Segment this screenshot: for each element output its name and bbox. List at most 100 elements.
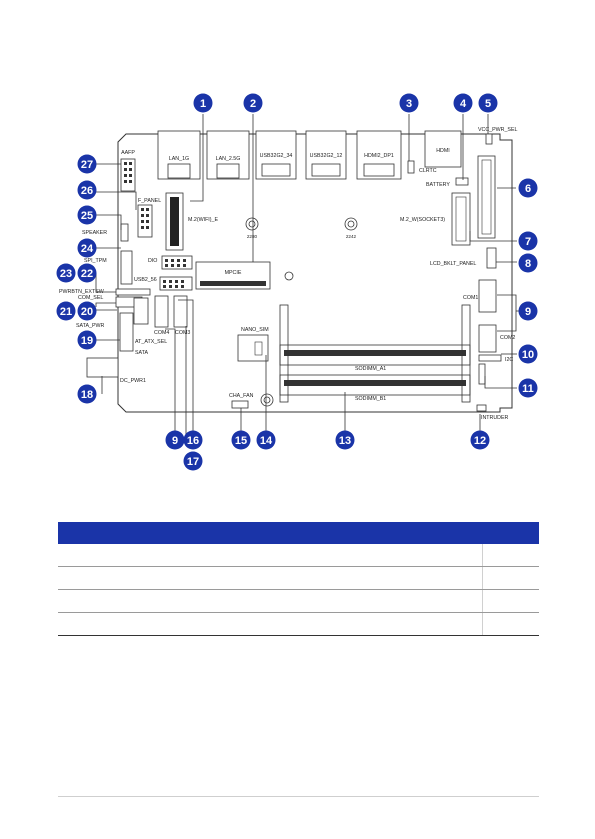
table-cell [102, 612, 483, 636]
callout-number: 1 [200, 98, 206, 110]
label-mpcie: MPCIE [225, 270, 242, 276]
label-com2: COM2 [500, 335, 515, 341]
label-f-panel: F_PANEL [138, 198, 161, 204]
f-panel-header [137, 204, 153, 238]
callout-marker [56, 263, 76, 283]
label-sodimm-a1: SODIMM_A1 [355, 366, 386, 372]
table-row [58, 544, 539, 567]
callout-number: 24 [81, 243, 94, 255]
table-cell [58, 566, 102, 590]
callout-number: 26 [81, 185, 93, 197]
label-sodimm-b1: SODIMM_B1 [355, 396, 386, 402]
table-cell [482, 566, 539, 590]
callouts: 1 2 3 4 5 6 7 8 9 10 11 12 13 14 15 16 1… [56, 93, 538, 471]
label-dio: DIO [148, 258, 157, 264]
vcc-pwr-sel-jumper [485, 133, 493, 145]
callout-number: 5 [485, 98, 491, 110]
leader-lines [95, 114, 528, 440]
table-cell [482, 589, 539, 613]
callout-marker [518, 344, 538, 364]
label-sata-pwr: SATA_PWR [76, 323, 105, 329]
callout-marker [77, 205, 97, 225]
callout-marker [77, 301, 97, 321]
callout-number: 19 [81, 335, 93, 347]
callout-marker [183, 451, 203, 471]
table-row [58, 566, 539, 590]
label-lan-2-5g: LAN_2.5G [216, 156, 241, 162]
footer-divider [58, 796, 539, 797]
table-cell [102, 566, 483, 590]
lcd-bklt-header [486, 247, 497, 269]
callout-marker [231, 430, 251, 450]
callout-marker [518, 231, 538, 251]
dio-header [161, 255, 193, 270]
label-usb2-56: USB2_56 [134, 277, 157, 283]
label-lcd-bklt: LCD_BKLT_PANEL [430, 261, 476, 267]
callout-number: 9 [172, 435, 178, 447]
label-vcc-pwr-sel: VCC_PWR_SEL [478, 127, 517, 133]
callout-number: 10 [522, 349, 534, 361]
table-cell [58, 612, 102, 636]
spi-tpm-header [120, 250, 133, 285]
table-row [58, 612, 539, 636]
callout-number: 3 [406, 98, 412, 110]
label-aafp: AAFP [121, 150, 135, 156]
table-header-cell [102, 522, 483, 544]
com2-header [478, 324, 497, 353]
callout-number: 7 [525, 236, 531, 248]
i2c-header [478, 354, 502, 362]
callout-number: 11 [522, 383, 534, 395]
callout-number: 27 [81, 159, 93, 171]
label-m2-wifi-e: M.2(WIFI)_E [188, 217, 218, 223]
label-usb32g2-34: USB32G2_34 [260, 153, 293, 159]
label-m2-socket3: M.2_W(SOCKET3) [400, 217, 445, 223]
usb2-56-header [159, 276, 193, 291]
motherboard-diagram: LAN_1G LAN_2.5G USB32G2_34 USB32G2_12 HD… [56, 93, 538, 471]
callout-marker [256, 430, 276, 450]
callout-marker [518, 178, 538, 198]
com3-header [173, 295, 188, 328]
table-cell [482, 612, 539, 636]
speaker-header [120, 223, 129, 242]
callout-marker [77, 154, 97, 174]
label-com1: COM1 [463, 295, 478, 301]
com4-header [154, 295, 169, 328]
callout-number: 13 [339, 435, 351, 447]
label-spi-tpm: SPI_TPM [84, 258, 107, 264]
label-at-atx-sel: AT_ATX_SEL [135, 339, 167, 345]
label-lan-1g: LAN_1G [169, 156, 189, 162]
label-com-sel: COM_SEL [78, 295, 103, 301]
callout-number: 25 [81, 210, 93, 222]
misc-header-11 [478, 363, 486, 385]
label-pwrbtn-extsw: PWRBTN_EXTSW [59, 289, 104, 295]
callout-number: 20 [81, 306, 93, 318]
label-com4: COM4 [154, 330, 169, 336]
label-hdmi2-dp1: HDMI2_DP1 [364, 153, 394, 159]
callout-number: 6 [525, 183, 531, 195]
battery-connector [455, 177, 469, 186]
callout-marker [77, 384, 97, 404]
callout-marker [453, 93, 473, 113]
callout-number: 21 [60, 306, 72, 318]
intruder-header [476, 404, 487, 412]
label-battery: BATTERY [426, 182, 450, 188]
clrtc-jumper [407, 160, 415, 174]
connector-table [58, 522, 539, 636]
label-speaker: SPEAKER [82, 230, 107, 236]
label-i2c: I2C [505, 357, 513, 363]
callout-marker [518, 301, 538, 321]
hdmi-port [424, 130, 462, 168]
callout-number: 12 [474, 435, 486, 447]
table-header-row [58, 522, 539, 544]
callout-number: 17 [187, 456, 199, 468]
callout-marker [165, 430, 185, 450]
label-sata: SATA [135, 350, 149, 356]
callout-marker [183, 430, 203, 450]
callout-marker [478, 93, 498, 113]
label-usb32g2-12: USB32G2_12 [310, 153, 343, 159]
callout-marker [77, 330, 97, 350]
aafp-header [120, 158, 136, 192]
lan-1g-port [157, 130, 201, 180]
table-header-cell [58, 522, 102, 544]
table-cell [58, 589, 102, 613]
